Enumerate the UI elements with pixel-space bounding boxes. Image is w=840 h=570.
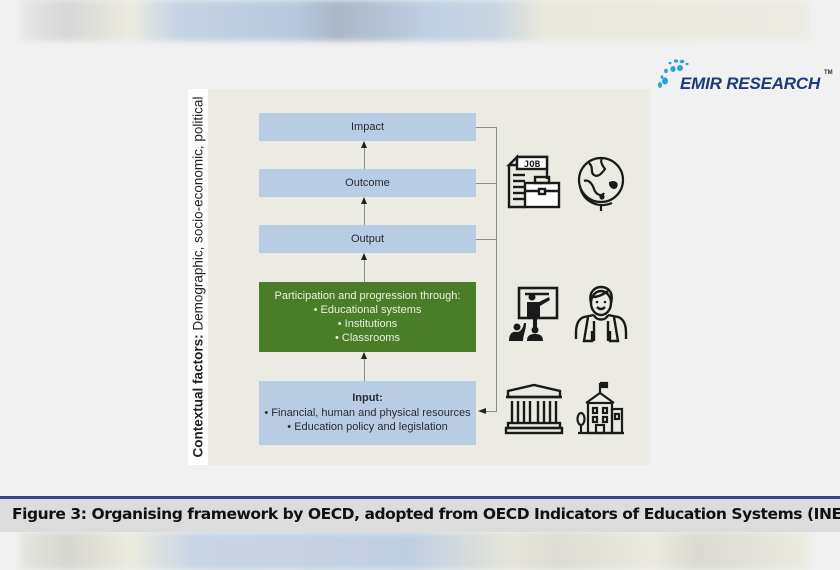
student-icon	[574, 285, 628, 343]
oecd-framework-diagram: Contextual factors: Demographic, socio-e…	[188, 89, 650, 465]
blurred-background-top	[20, 0, 810, 41]
figure-caption-bar: Figure 3: Organising framework by OECD, …	[0, 496, 840, 532]
logo-dots-icon	[658, 59, 689, 88]
outcome-label: Outcome	[345, 177, 390, 189]
connector-input-participation	[364, 358, 365, 381]
participation-item: • Educational systems	[313, 304, 422, 316]
feedback-line-input	[484, 411, 497, 412]
input-title: Input:	[352, 392, 383, 405]
contextual-factors-label: Contextual factors: Demographic, socio-e…	[188, 89, 208, 465]
emir-research-logo: EMIR RESEARCH TM	[656, 58, 836, 96]
connector-participation-output	[364, 259, 365, 282]
output-label: Output	[350, 233, 385, 245]
contextual-factors-heading: Contextual factors:	[190, 334, 206, 458]
outcome-box: Outcome	[259, 169, 476, 197]
participation-item: • Institutions	[337, 318, 398, 330]
impact-box: Impact	[259, 113, 476, 141]
globe-icon	[577, 156, 625, 211]
input-item: • Financial, human and physical resource…	[264, 406, 471, 419]
arrow-up-icon	[361, 141, 367, 148]
connector-output-outcome	[364, 203, 365, 225]
trademark-symbol: TM	[824, 70, 833, 76]
output-box: Output	[259, 225, 476, 253]
svg-text:JOB: JOB	[524, 160, 541, 170]
arrow-left-icon	[478, 408, 486, 414]
feedback-line-output	[476, 239, 497, 240]
connector-outcome-impact	[364, 147, 365, 169]
arrow-up-icon	[361, 253, 367, 260]
participation-item: • Classrooms	[335, 332, 400, 344]
figure-caption: Figure 3: Organising framework by OECD, …	[12, 505, 840, 523]
arrow-up-icon	[361, 197, 367, 204]
feedback-line-impact	[476, 127, 497, 128]
input-box: Input: • Financial, human and physical r…	[259, 381, 476, 445]
impact-label: Impact	[350, 121, 384, 133]
participation-box: Participation and progression through: •…	[259, 282, 476, 352]
logo-text: EMIR RESEARCH	[680, 74, 821, 93]
job-briefcase-icon: JOB	[506, 154, 561, 209]
institution-building-icon	[504, 383, 564, 435]
feedback-vertical-line	[496, 127, 497, 412]
arrow-up-icon	[361, 352, 367, 359]
input-item: • Education policy and legislation	[287, 421, 448, 434]
feedback-line-outcome	[476, 183, 497, 184]
contextual-factors-list: Demographic, socio-economic, political	[190, 96, 206, 335]
participation-title: Participation and progression through:	[274, 290, 461, 302]
school-building-icon	[576, 381, 624, 435]
blurred-background-bottom	[20, 532, 810, 570]
teacher-classroom-icon	[509, 286, 559, 341]
